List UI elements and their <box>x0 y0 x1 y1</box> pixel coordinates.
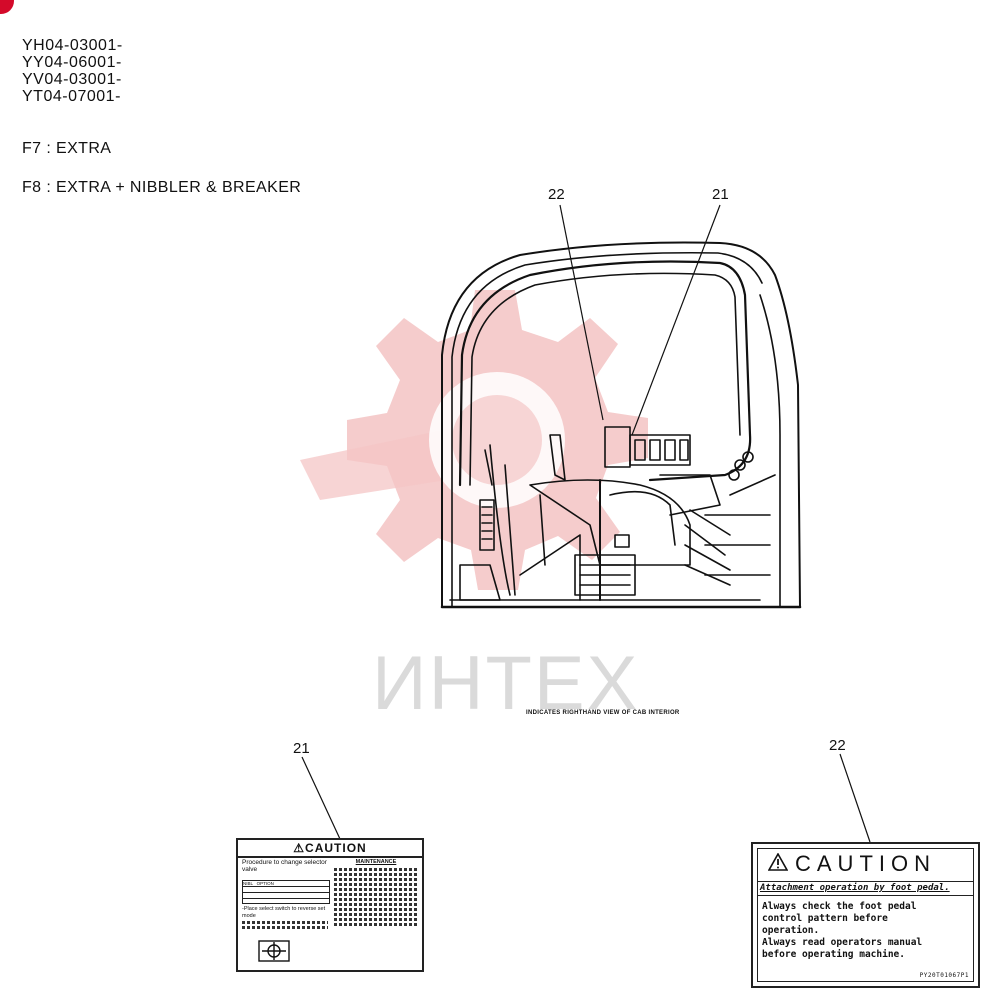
option-f7-code: F7 <box>22 140 42 157</box>
joystick-pattern-icon <box>258 940 290 962</box>
decal-22-caution: CAUTION Attachment operation by foot ped… <box>751 842 980 988</box>
leader-line-decal-22 <box>839 753 871 843</box>
leader-line-decal-21 <box>301 756 341 840</box>
leader-lines-top <box>559 204 721 436</box>
decal-22-body: Always check the foot pedal control patt… <box>762 901 923 960</box>
warning-triangle-icon <box>768 853 788 871</box>
option-f8-code: F8 <box>22 179 42 196</box>
decal-21-heading: ⚠CAUTION <box>238 840 422 858</box>
decal-22-inner: CAUTION Attachment operation by foot ped… <box>757 848 974 982</box>
decal-21-left-body: -Place select switch to reverse set mode <box>242 906 328 931</box>
serial-1: YH04-03001- <box>22 37 123 54</box>
decal-21-caution: ⚠CAUTION Procedure to change selector va… <box>236 838 424 972</box>
decal-22-code: PY20T01067P1 <box>919 972 969 979</box>
decal-21-table-row: NIBL OPTION <box>243 881 329 887</box>
watermark-text: ИНТЕХ <box>372 641 640 726</box>
serial-3: YV04-03001- <box>22 71 122 88</box>
decal-21-right-title: MAINTENANCE <box>355 859 397 865</box>
option-f7-text: EXTRA <box>56 140 112 157</box>
view-note: INDICATES RIGHTHAND VIEW OF CAB INTERIOR <box>526 710 680 716</box>
callout-22-top: 22 <box>548 186 565 203</box>
warning-triangle-icon: ⚠ <box>293 841 306 855</box>
callout-21-top: 21 <box>712 186 729 203</box>
decal-22-subtitle: Attachment operation by foot pedal. <box>758 881 973 896</box>
decal-21-right: MAINTENANCE <box>334 859 418 928</box>
decal-22-heading: CAUTION <box>795 851 936 876</box>
option-f7: F7 : EXTRA <box>22 140 112 157</box>
option-f8: F8 : EXTRA + NIBBLER & BREAKER <box>22 179 302 196</box>
decal-21-left-title: Procedure to change selector valve <box>242 859 327 873</box>
cab-interior-drawing <box>440 241 802 609</box>
callout-22-decal: 22 <box>829 737 846 754</box>
callout-21-decal: 21 <box>293 740 310 757</box>
option-f8-text: EXTRA + NIBBLER & BREAKER <box>56 179 302 196</box>
watermark-gear-icon <box>300 290 648 590</box>
serial-4: YT04-07001- <box>22 88 121 105</box>
decal-21-table: NIBL OPTION <box>242 880 330 904</box>
serial-2: YY04-06001- <box>22 54 122 71</box>
corner-marker <box>0 0 14 14</box>
